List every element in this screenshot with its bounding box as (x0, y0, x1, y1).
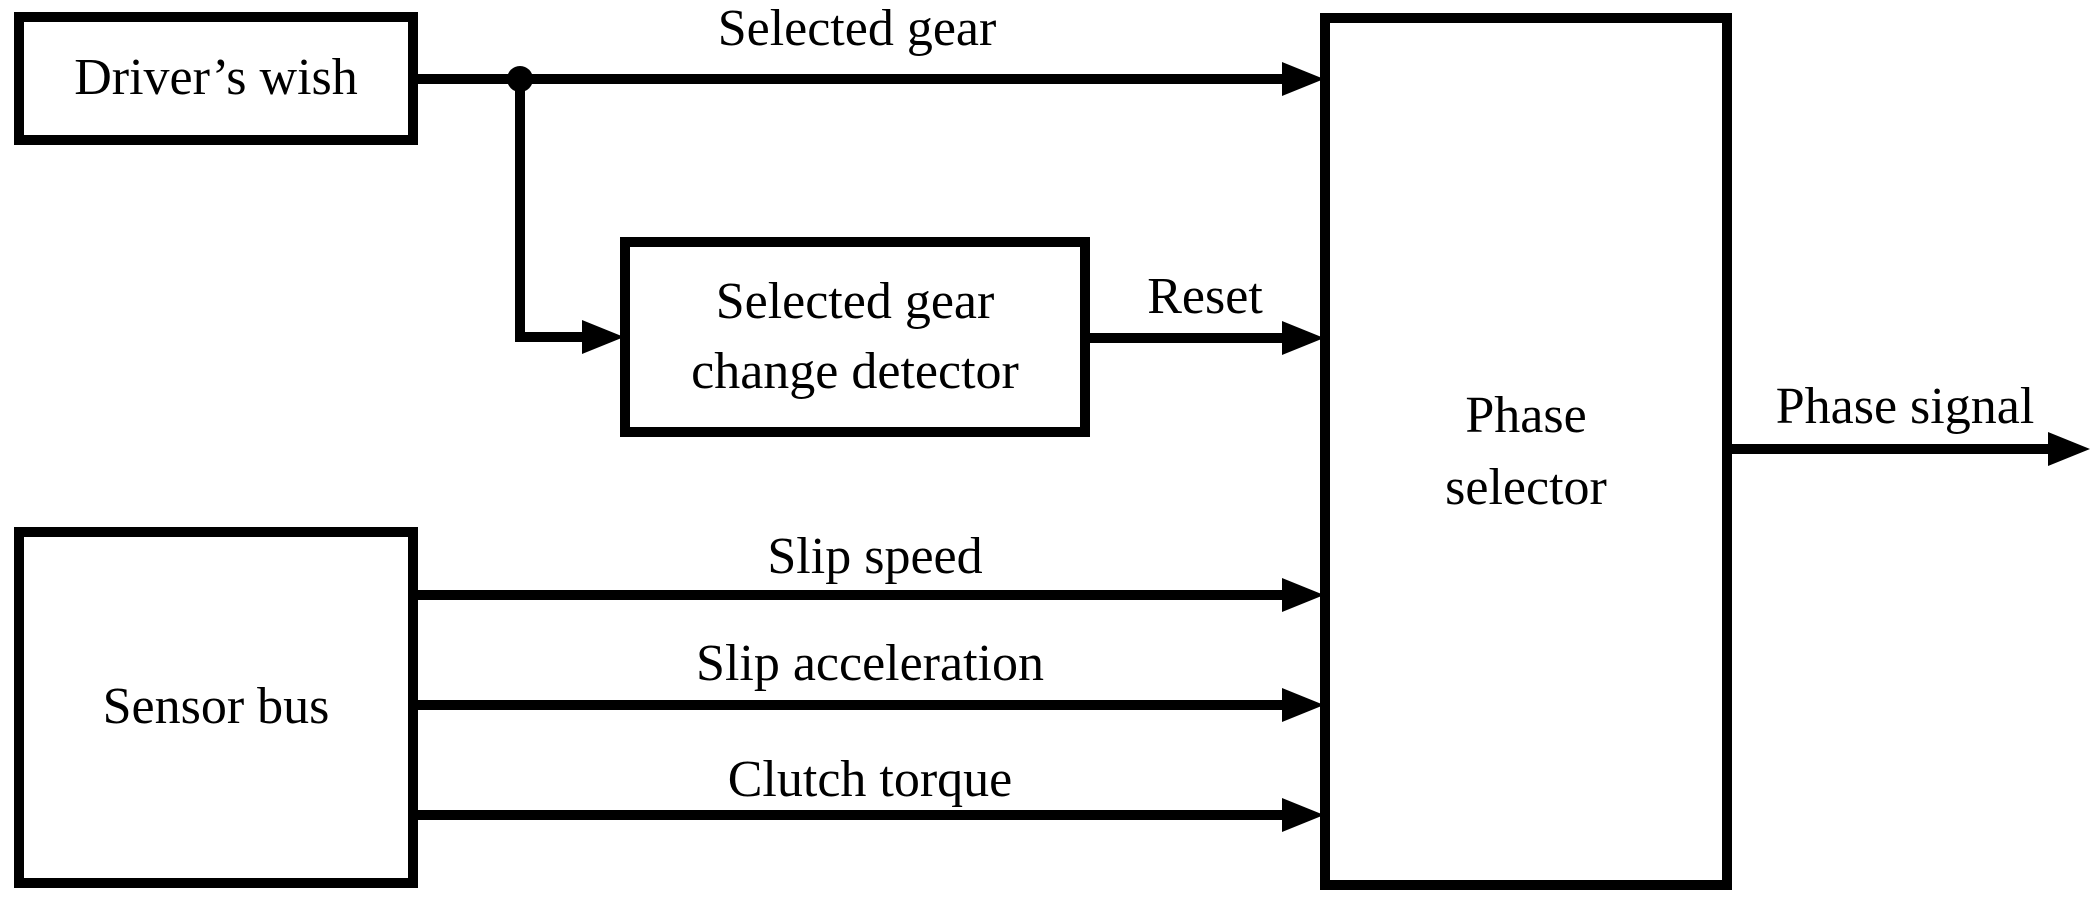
gear-change-detector-node: Selected gear change detector (620, 237, 1090, 437)
slip-speed-signal-label: Slip speed (767, 528, 983, 585)
sensor-bus-node: Sensor bus (14, 527, 418, 888)
selected-gear-signal-label: Selected gear (717, 0, 997, 57)
drivers-wish-label: Driver’s wish (74, 49, 358, 107)
sensor-bus-label: Sensor bus (102, 678, 330, 736)
phase-selector-label-line2: selector (1445, 458, 1607, 516)
branch-arrowhead (582, 320, 624, 354)
reset-signal-label: Reset (1147, 268, 1263, 325)
slip-speed-arrowhead (1282, 578, 1324, 612)
reset-arrowhead (1282, 321, 1324, 355)
phase-signal-signal-label: Phase signal (1775, 378, 2035, 435)
clutch-torque-arrowhead (1282, 798, 1324, 832)
selected-gear-arrowhead (1282, 62, 1324, 96)
slip-acceleration-arrowhead (1282, 688, 1324, 722)
slip-acceleration-signal-label: Slip acceleration (696, 635, 1044, 692)
phase-selector-node: Phase selector (1320, 13, 1732, 890)
phase-signal-arrowhead (2048, 432, 2090, 466)
clutch-torque-signal-label: Clutch torque (727, 751, 1013, 808)
gear-change-detector-label-line1: Selected gear (715, 272, 995, 330)
drivers-wish-node: Driver’s wish (14, 12, 418, 145)
phase-selector-label-line1: Phase (1465, 386, 1587, 444)
gear-change-detector-label-line2: change detector (691, 343, 1019, 400)
